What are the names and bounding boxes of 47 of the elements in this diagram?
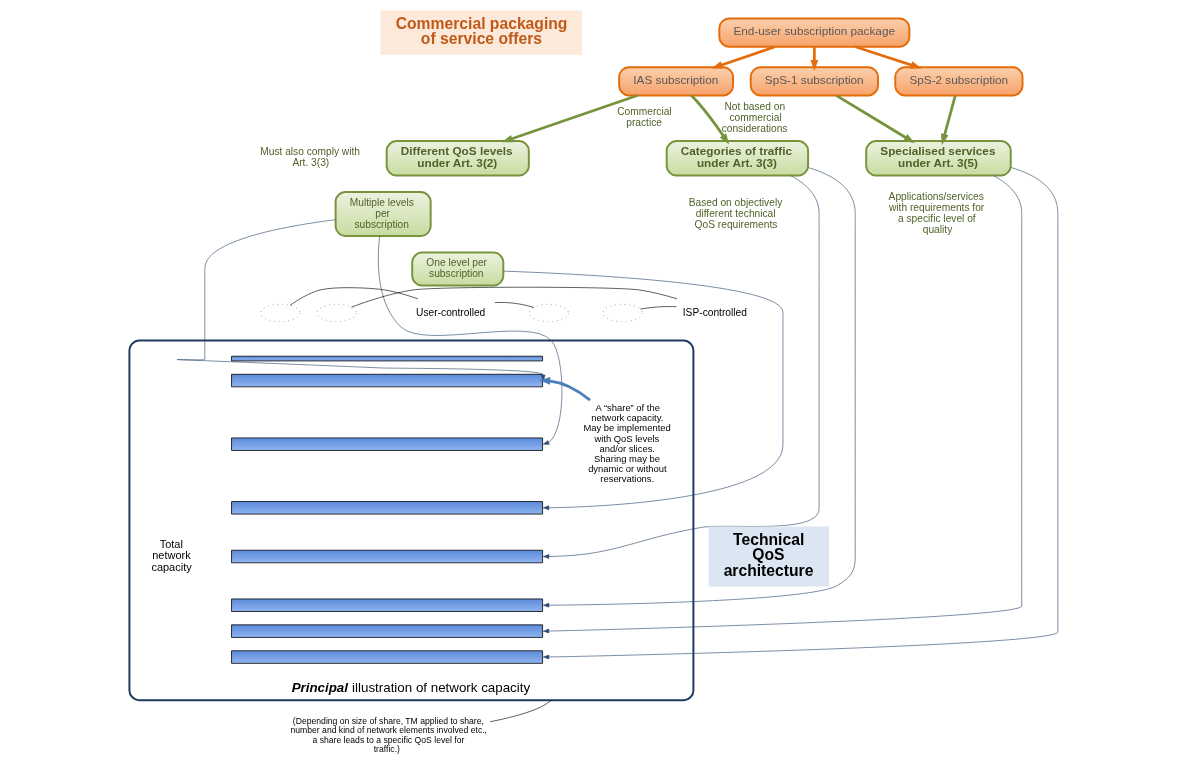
node-bar xyxy=(231,373,543,388)
node-bar xyxy=(231,501,543,515)
node-box: End-user subscription package xyxy=(718,17,911,48)
arrow xyxy=(503,270,784,510)
node-bar xyxy=(231,598,543,612)
node-text: (Depending on size of share, TM applied to share, number and kind of network elements involved etc., a share leads to a specific QoS level for traffic.) xyxy=(290,715,488,754)
connector xyxy=(489,699,552,723)
node-box: SpS-2 subscription xyxy=(894,66,1024,97)
node-ellipse xyxy=(316,304,357,323)
node-ellipse xyxy=(602,304,643,323)
node-box: One level per subscription xyxy=(411,251,505,287)
node-bar xyxy=(231,650,543,664)
arrow xyxy=(690,94,730,145)
node-bar xyxy=(231,624,543,638)
node-text: User-controlled xyxy=(416,306,486,318)
label: Total network capacity xyxy=(151,537,192,574)
arrow xyxy=(835,94,915,144)
arrow xyxy=(941,95,957,145)
node-text: ISP-controlled xyxy=(682,306,747,318)
node-ellipse xyxy=(528,304,569,323)
node-box: Different QoS levels under Art. 3(2) xyxy=(385,140,530,177)
node-bar xyxy=(231,549,543,564)
connector xyxy=(289,287,419,306)
arrow xyxy=(378,235,563,445)
node-label: Based on objectively different technical QoS requirements xyxy=(688,196,783,230)
arrow xyxy=(539,377,591,402)
node-label: Applications/services with requirements for a specific level of quality xyxy=(888,191,985,236)
node-box: IAS subscription xyxy=(618,66,735,97)
arrow xyxy=(501,94,638,143)
edge-label: Commercial practice xyxy=(617,106,672,129)
node-text: A “share” of the network capacity. May be implemented with QoS levels and/or slices. Sharing may be dynamic or without reservations. xyxy=(583,401,671,485)
node-box: Commercial packaging of service offers xyxy=(380,10,583,55)
node-box: Technical QoS architecture xyxy=(708,526,830,587)
arrow xyxy=(177,219,546,381)
node-label: Must also comply with Art. 3(3) xyxy=(260,146,360,169)
connector xyxy=(351,286,678,308)
node-box: SpS-1 subscription xyxy=(749,66,879,97)
arrow xyxy=(543,175,820,559)
arrow xyxy=(810,46,819,72)
node-ellipse xyxy=(260,304,301,323)
node-box: Specialised services under Art. 3(5) xyxy=(865,140,1012,177)
node-box: Categories of traffic under Art. 3(3) xyxy=(665,140,810,177)
node-bar xyxy=(231,355,543,362)
node-bar xyxy=(231,437,543,451)
arrow xyxy=(543,167,856,608)
edge-label: Not based on commercial considerations xyxy=(721,100,788,134)
node-box: Multiple levels per subscription xyxy=(334,191,432,238)
